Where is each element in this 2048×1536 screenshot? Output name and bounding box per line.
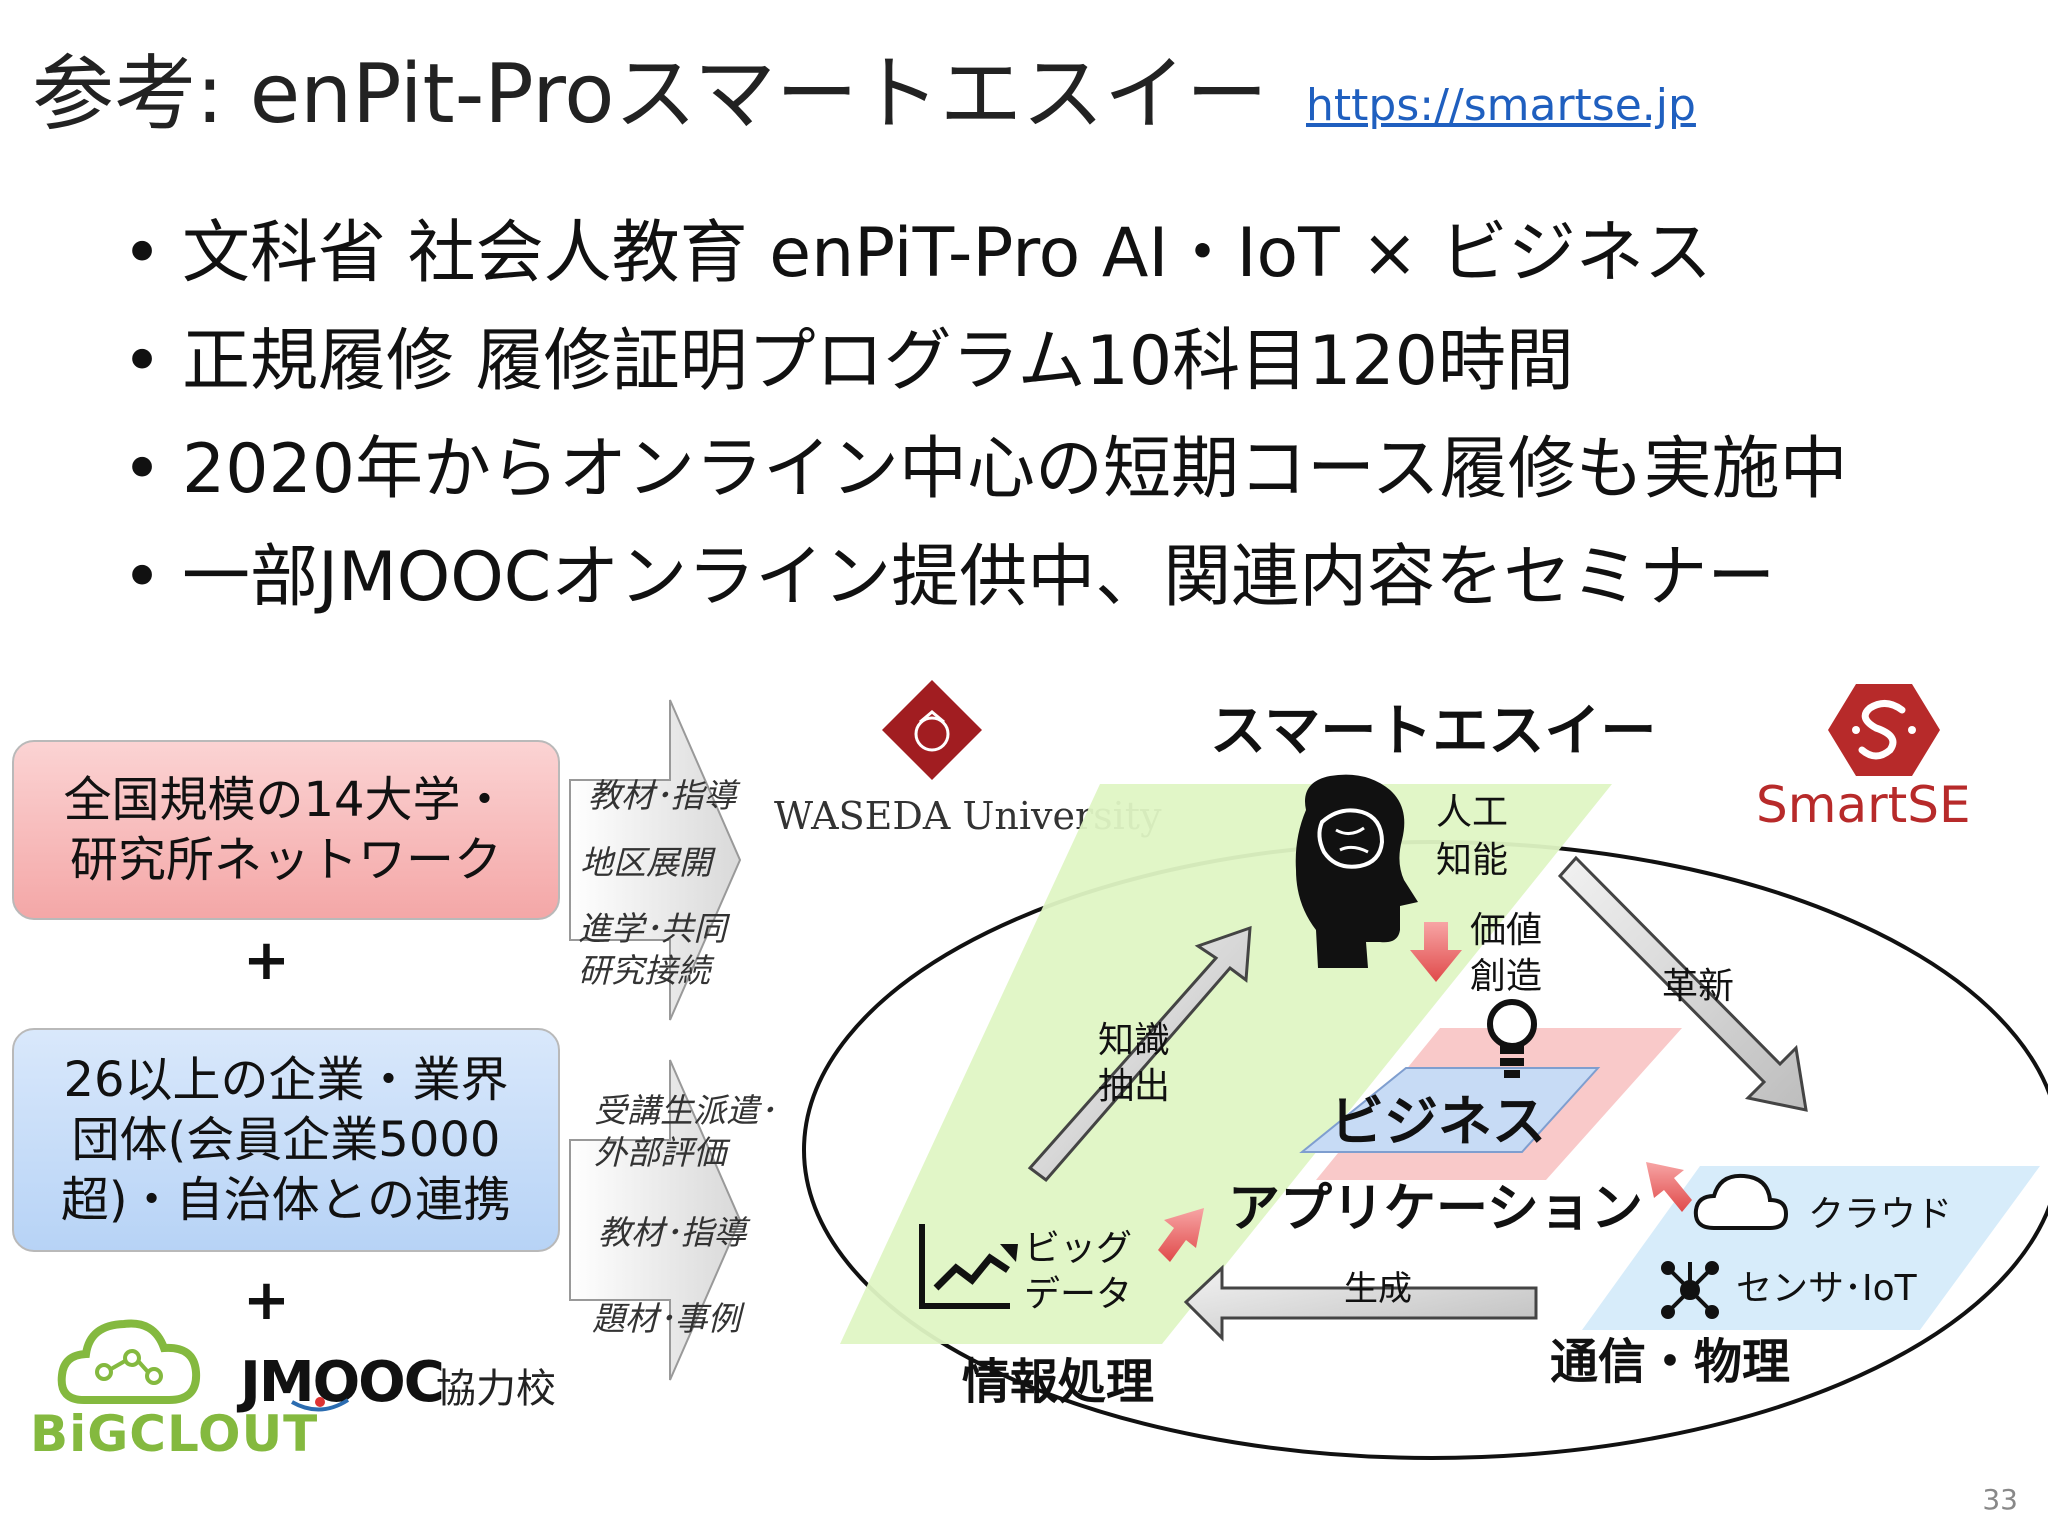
bigdata-label-line1: ビッグ [1024, 1228, 1132, 1269]
slide-title: 参考: enPit-Proスマートエスイー [32, 47, 1268, 142]
arrow2-label: 教材･指導 [598, 1213, 747, 1252]
knowledge-label-line1: 知識 [1098, 1020, 1170, 1061]
domain-ellipse [802, 840, 2048, 1460]
industry-line3: 超)・自治体との連携 [60, 1172, 512, 1228]
arrow2-label: 外部評価 [594, 1133, 726, 1172]
trend-chart-icon [919, 1224, 1018, 1309]
value-creation-arrow [1410, 922, 1462, 982]
bullet-item: 2020年からオンライン中心の短期コース履修も実施中 [122, 416, 1848, 524]
communication-plane [1582, 1166, 2040, 1330]
generate-label: 生成 [1344, 1269, 1412, 1309]
comm-to-app-arrow [1646, 1162, 1692, 1212]
bullet-item: 正規履修 履修証明プログラム10科目120時間 [122, 308, 1848, 416]
diagram-title: スマートエスイー [1210, 699, 1656, 764]
cloud-label: クラウド [1808, 1194, 1952, 1235]
page-number: 33 [1982, 1483, 2018, 1516]
cooperating-schools-label: 協力校 [436, 1366, 556, 1412]
smartse-logo-text: SmartSE [1756, 776, 1971, 834]
value-label-line1: 価値 [1470, 910, 1542, 951]
plus-sign: + [243, 928, 290, 993]
bigdata-label-line2: データ [1024, 1274, 1132, 1315]
industry-line1: 26以上の企業・業界 [63, 1052, 509, 1108]
business-plane [1299, 1067, 1601, 1153]
bullet-item: 文科省 社会人教育 enPiT-Pro AI・IoT × ビジネス [122, 200, 1848, 308]
arrow2-label: 題材･事例 [592, 1299, 741, 1338]
application-up-arrow [1158, 1208, 1204, 1262]
comm-physics-label: 通信・物理 [1550, 1334, 1790, 1390]
arrow1-label: 教材･指導 [588, 776, 737, 815]
info-processing-label: 情報処理 [962, 1354, 1154, 1410]
flow-arrow-1-icon [569, 699, 742, 1021]
waseda-emblem-icon [882, 680, 982, 780]
arrow1-label: 進学･共同 [578, 909, 727, 948]
cloud-icon [1693, 1173, 1789, 1230]
bullet-item: 一部JMOOCオンライン提供中、関連内容をセミナー [122, 524, 1848, 632]
bigclout-cloud-icon [57, 1319, 201, 1404]
knowledge-label-line2: 抽出 [1098, 1066, 1170, 1107]
sensor-label: センサ･IoT [1736, 1268, 1918, 1309]
ai-label-line1: 人工 [1436, 792, 1508, 833]
information-processing-plane [840, 784, 1612, 1344]
industry-line2: 団体(会員企業5000 [71, 1112, 501, 1168]
university-network-box: 全国規模の14大学・ 研究所ネットワーク [12, 740, 560, 920]
generation-arrow [1183, 1264, 1538, 1342]
ai-label-line2: 知能 [1436, 840, 1508, 881]
application-plane [1316, 1028, 1682, 1180]
waseda-logo-text: WASEDA University [774, 794, 1162, 838]
light-bulb-icon [1487, 999, 1537, 1078]
smartse-link[interactable]: https://smartse.jp [1306, 80, 1696, 131]
brain-head-icon [1295, 774, 1418, 968]
jmooc-swoosh-icon [291, 1397, 350, 1412]
arrow1-label: 地区展開 [580, 843, 712, 882]
smartse-emblem-icon [1828, 684, 1940, 776]
bullet-list: 文科省 社会人教育 enPiT-Pro AI・IoT × ビジネス 正規履修 履… [122, 200, 1848, 632]
university-network-line2: 研究所ネットワーク [69, 832, 502, 888]
value-label-line2: 創造 [1470, 956, 1542, 997]
business-label: ビジネス [1330, 1090, 1546, 1153]
university-network-line1: 全国規模の14大学・ [63, 772, 509, 828]
flow-arrow-2-icon [569, 1059, 742, 1381]
industry-collaboration-box: 26以上の企業・業界 団体(会員企業5000 超)・自治体との連携 [12, 1028, 560, 1252]
network-hub-icon [1661, 1261, 1719, 1319]
plus-sign: + [243, 1268, 290, 1333]
arrow2-label: 受講生派遣･ [594, 1091, 776, 1130]
knowledge-extraction-arrow [1027, 925, 1252, 1183]
arrow1-label: 研究接続 [578, 951, 710, 990]
innovation-label: 革新 [1662, 966, 1734, 1007]
application-label: アプリケーション [1228, 1179, 1643, 1239]
bigclout-logo-text: BiGCLOUT [30, 1405, 319, 1463]
innovation-arrow [1557, 855, 1808, 1112]
